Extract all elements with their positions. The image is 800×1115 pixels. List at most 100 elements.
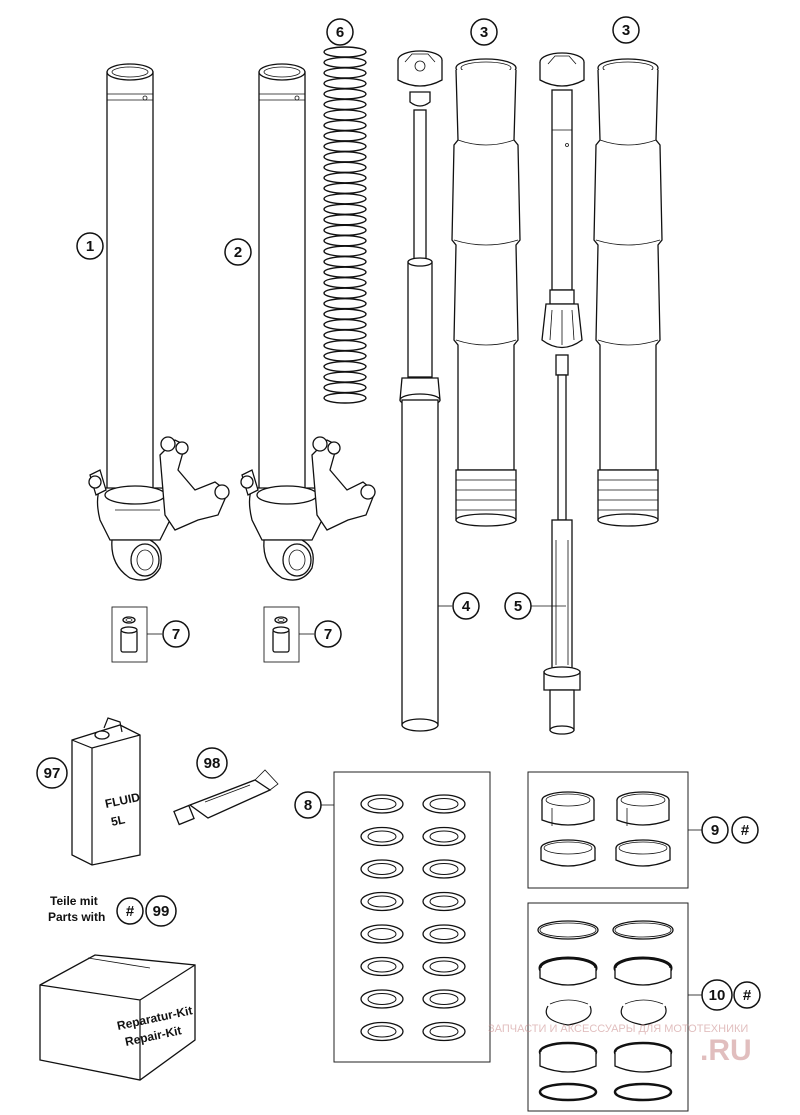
damper-cartridge-left	[397, 50, 443, 732]
seal-ring-bore	[367, 863, 397, 875]
tube-sleeve-right	[593, 58, 663, 527]
axle-screw-left	[111, 606, 148, 663]
callout-7-right: 7	[314, 620, 342, 648]
spring-coil	[323, 318, 367, 331]
seal-ring-bore	[429, 798, 459, 810]
parts-with-label-en: Parts with	[48, 910, 105, 924]
spring-coil	[323, 381, 367, 394]
svg-text:10: 10	[709, 987, 726, 1004]
callout-4: 4	[452, 592, 480, 620]
seal-ring-bore	[429, 863, 459, 875]
spring-coil	[323, 339, 367, 352]
svg-text:#: #	[743, 987, 752, 1004]
bushing-bottom-left	[540, 839, 596, 867]
watermark-tagline: ЗАПЧАСТИ И АКСЕССУАРЫ ДЛЯ МОТОТЕХНИКИ	[488, 1023, 748, 1035]
tube-sleeve-left	[451, 58, 521, 527]
grease-tube	[173, 769, 279, 826]
callout-99-hash: #	[116, 897, 144, 925]
callout-98: 98	[196, 747, 228, 779]
seal-ring	[360, 794, 404, 814]
svg-text:#: #	[126, 903, 135, 920]
bushing-top-left	[541, 791, 595, 826]
callout-5: 5	[504, 592, 532, 620]
seal-ring	[422, 891, 466, 912]
spring-coil	[323, 56, 367, 69]
spring-coil	[323, 109, 367, 121]
fluid-volume-label: 5L	[110, 812, 127, 829]
spring-coil	[323, 98, 367, 111]
seal-ring-bore	[367, 1025, 397, 1038]
fork-seal-kit-box	[527, 902, 689, 1112]
seal-ring-bore	[429, 1025, 459, 1038]
fork-fluid-canister: FLUID 5L	[71, 717, 142, 866]
spring-coil	[323, 67, 367, 79]
callout-1: 1	[76, 232, 104, 260]
callout-10: 10	[701, 979, 733, 1011]
fork-spring	[323, 46, 367, 404]
callout-7-left: 7	[162, 620, 190, 648]
bushing-top-right	[616, 791, 670, 826]
seal-ring	[360, 989, 404, 1009]
seal-ring-bore	[429, 895, 459, 908]
callout-99: 99	[145, 895, 177, 927]
axle-screw-right	[263, 606, 300, 663]
spring-coil	[323, 119, 367, 132]
seal-ring-bore	[367, 928, 397, 940]
seal-ring-bore	[429, 928, 459, 940]
callout-9-hash: #	[731, 816, 759, 844]
callout-97: 97	[36, 757, 68, 789]
spring-coil	[323, 214, 367, 226]
spring-coil	[323, 308, 367, 320]
seal-ring	[360, 924, 404, 944]
spring-coil	[323, 140, 367, 153]
repair-kit-box: Reparatur-Kit Repair-Kit	[39, 954, 196, 1081]
watermark-brand: .RU	[700, 1034, 752, 1067]
svg-text:5: 5	[514, 598, 522, 615]
spring-coil	[323, 88, 367, 100]
seal-ring	[360, 1021, 404, 1042]
callout-3-left: 3	[470, 18, 498, 46]
spring-coil	[323, 77, 367, 90]
svg-text:#: #	[741, 822, 750, 839]
seal-ring-bore	[367, 798, 397, 810]
seal-ring	[422, 924, 466, 944]
seal-ring	[360, 956, 404, 977]
seal-set-box	[333, 771, 491, 1063]
outer-tube-left	[88, 63, 230, 581]
seal-ring-bore	[367, 993, 397, 1005]
spring-coil	[323, 255, 367, 268]
svg-text:99: 99	[153, 903, 170, 920]
damper-cartridge-right	[539, 52, 585, 735]
spring-coil	[323, 224, 367, 236]
spring-coil	[323, 287, 367, 299]
seal-ring	[422, 826, 466, 847]
seal-ring-bore	[429, 993, 459, 1005]
watermark: ЗАПЧАСТИ И АКСЕССУАРЫ ДЛЯ МОТОТЕХНИКИ .R…	[488, 1023, 752, 1067]
spring-coil	[323, 130, 367, 142]
seal-ring-bore	[367, 895, 397, 908]
svg-text:2: 2	[234, 244, 242, 261]
seal-ring-bore	[367, 830, 397, 843]
spring-coil	[323, 350, 367, 362]
svg-text:97: 97	[44, 765, 61, 782]
bushing-bottom-right	[615, 839, 671, 867]
bushing-set-box	[527, 771, 689, 889]
seal-ring	[360, 859, 404, 879]
svg-text:9: 9	[711, 822, 719, 839]
svg-text:3: 3	[480, 24, 488, 41]
spring-coil	[323, 329, 367, 341]
callout-8: 8	[294, 791, 322, 819]
seal-ring-bore	[429, 830, 459, 843]
callout-9: 9	[701, 816, 729, 844]
spring-coil	[323, 276, 367, 289]
spring-coil	[323, 161, 367, 174]
spring-coil	[323, 172, 367, 184]
spring-coil	[323, 235, 367, 247]
spring-coil	[323, 151, 367, 163]
seal-ring	[360, 826, 404, 847]
callout-6: 6	[326, 18, 354, 46]
seal-ring-bore	[429, 960, 459, 973]
svg-text:1: 1	[86, 238, 94, 255]
seal-ring-bore	[367, 960, 397, 973]
